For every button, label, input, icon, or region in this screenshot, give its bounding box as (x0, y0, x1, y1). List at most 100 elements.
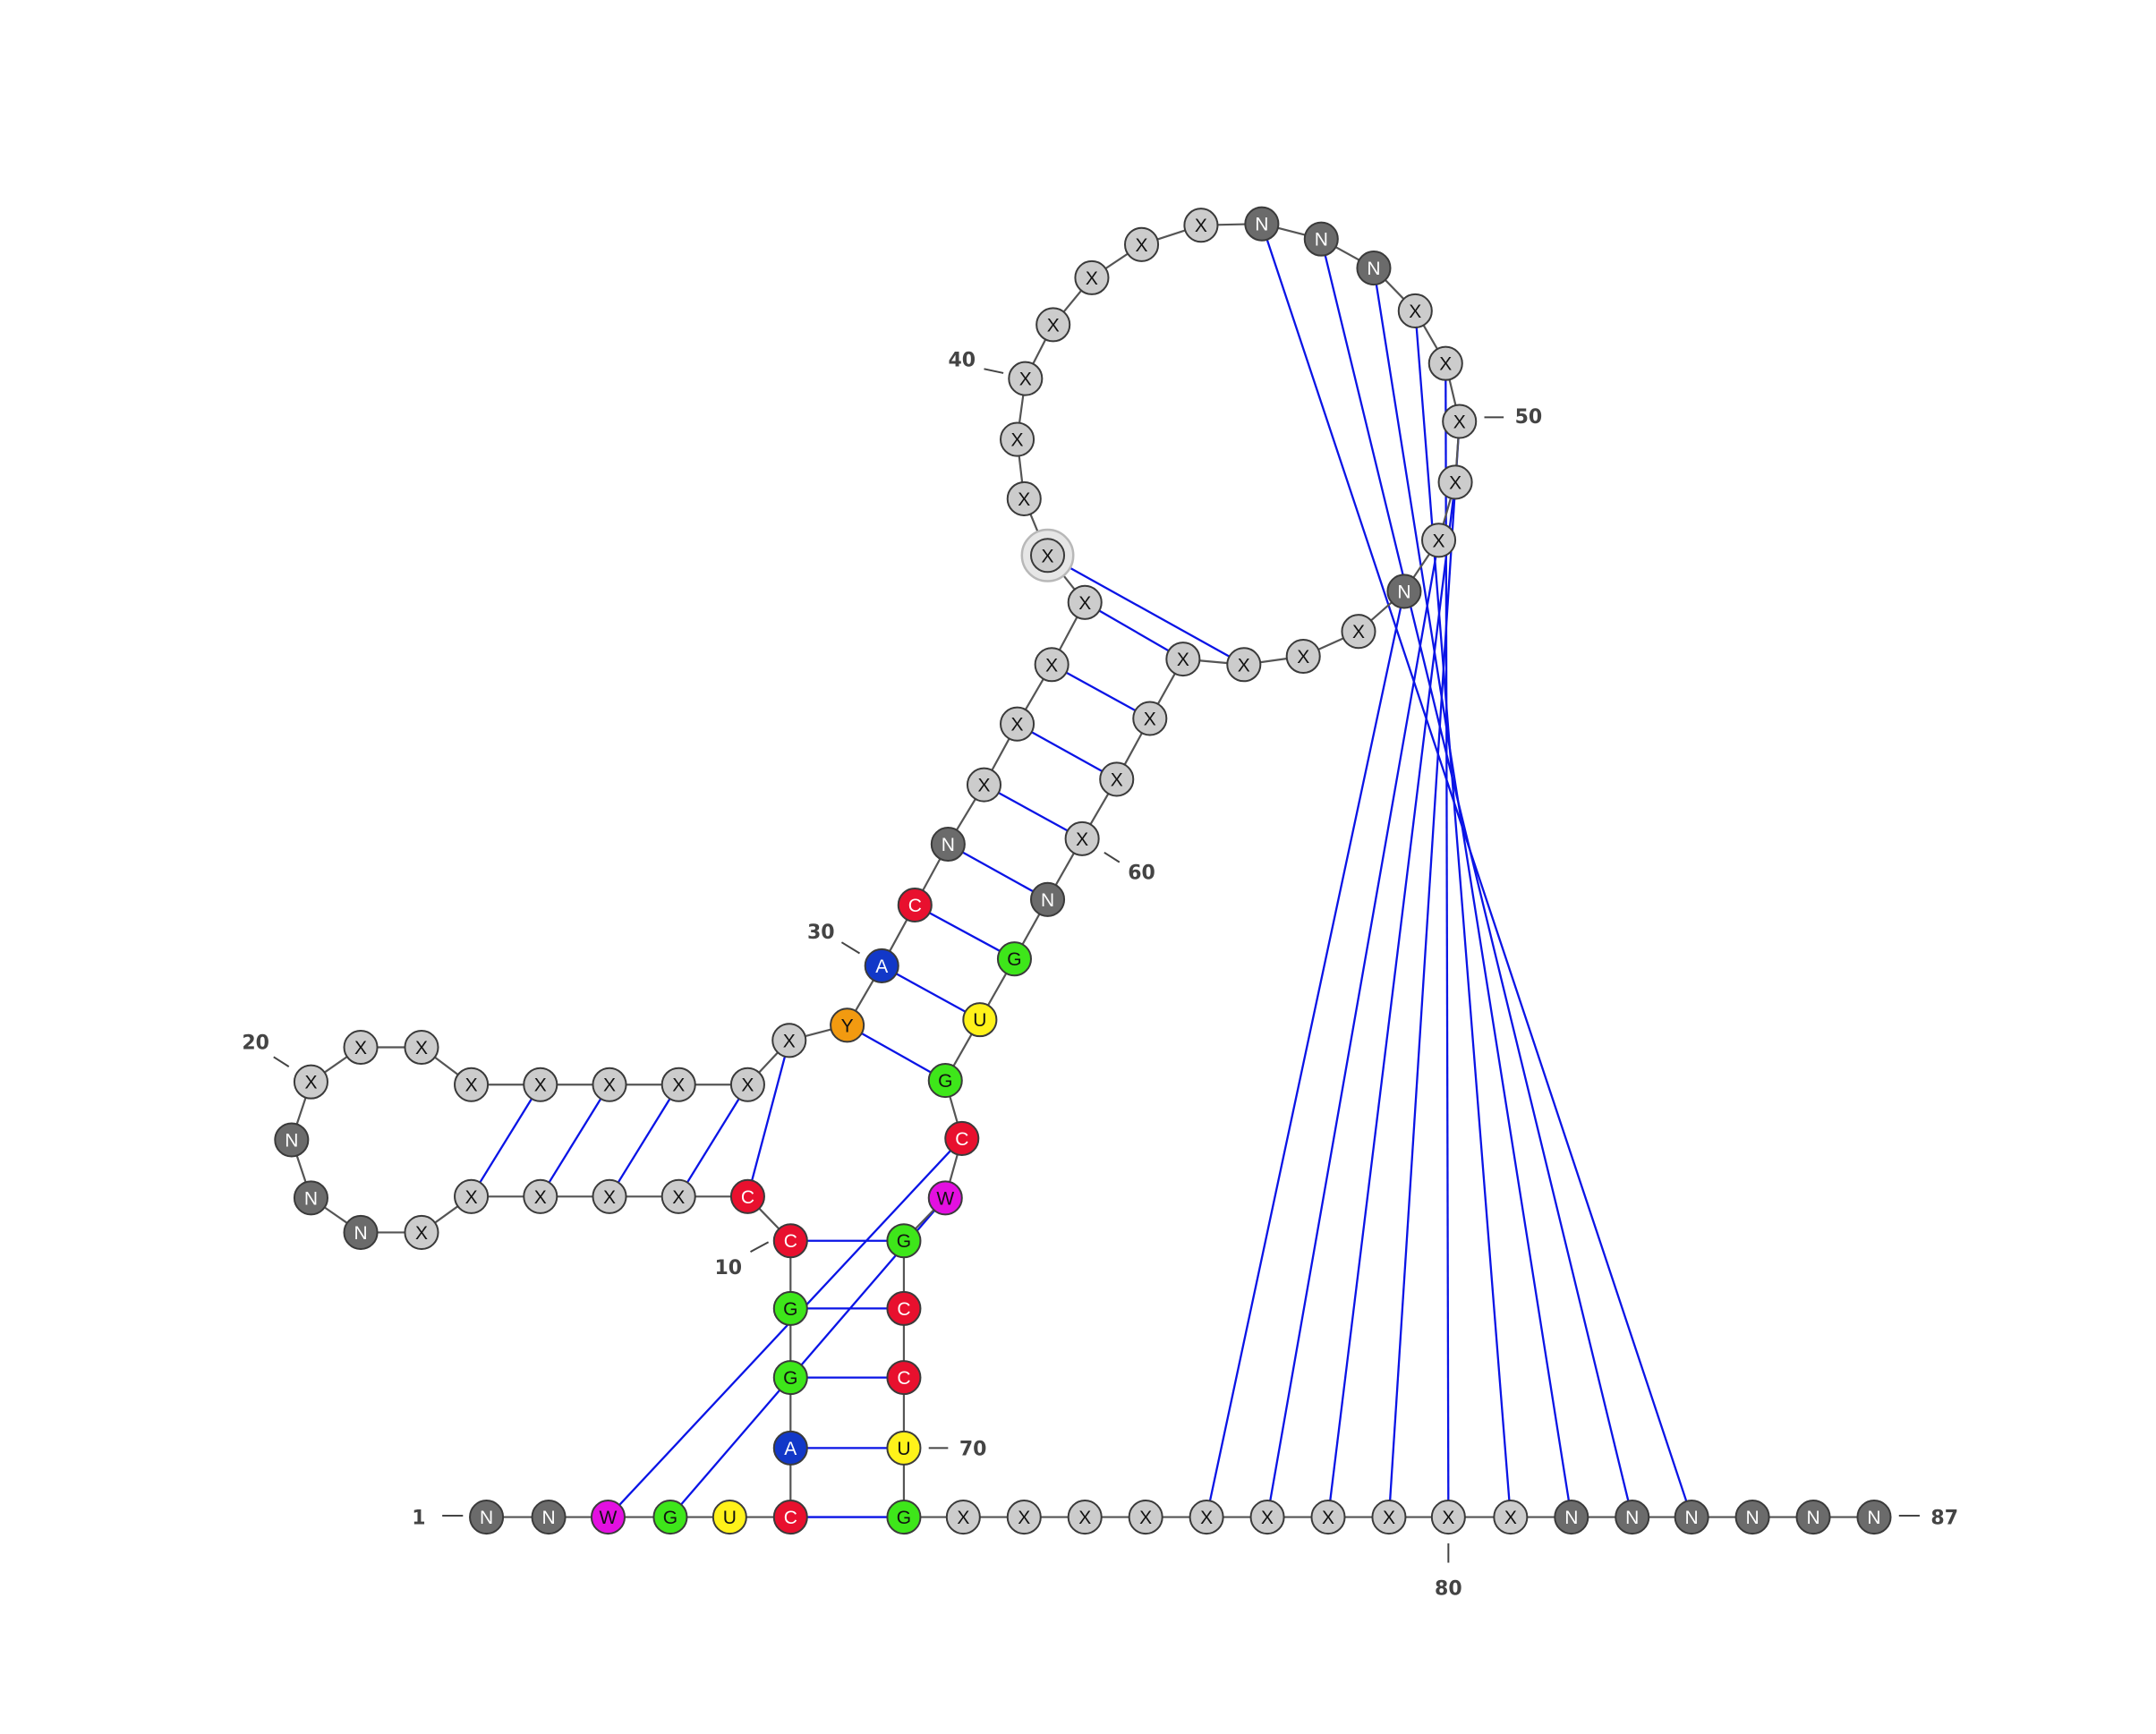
nucleotide-letter: X (1504, 1508, 1517, 1528)
nucleotide-38: X (1006, 480, 1042, 516)
nucleotide-circle (404, 1214, 439, 1250)
position-label-70: 70 (959, 1438, 987, 1460)
position-label-1: 1 (412, 1508, 425, 1530)
nucleotide-57: X (1165, 642, 1201, 677)
nucleotide-circle (1371, 1500, 1407, 1535)
nucleotide-circle (1856, 1500, 1892, 1535)
nucleotide-circle (1132, 701, 1168, 736)
nucleotide-circle (1067, 584, 1103, 620)
nucleotide-circle (1035, 307, 1071, 343)
nucleotide-23: X (454, 1067, 490, 1102)
nucleotide-letter: X (1433, 531, 1445, 551)
nucleotide-circle (772, 1430, 808, 1466)
nucleotide-17: N (343, 1214, 379, 1250)
position-label-87: 87 (1930, 1508, 1958, 1530)
nucleotide-78: X (1310, 1500, 1346, 1535)
nucleotide-letter: X (1195, 216, 1207, 236)
nucleotide-letter: W (936, 1188, 954, 1209)
nucleotide-circle (966, 767, 1002, 803)
nucleotide-61: N (1029, 881, 1066, 917)
nucleotide-83: N (1615, 1500, 1650, 1535)
nucleotide-letter: C (897, 1299, 910, 1320)
nucleotide-56: X (1226, 647, 1262, 683)
nucleotide-59: X (1099, 761, 1135, 797)
nucleotide-42: X (1074, 259, 1110, 295)
nucleotide-circle (944, 1120, 980, 1156)
nucleotide-circle (962, 1002, 998, 1038)
nucleotide-44: X (1183, 208, 1219, 243)
nucleotide-9: G (772, 1290, 808, 1326)
nucleotide-circle (1615, 1500, 1650, 1535)
nucleotide-letter: N (1315, 230, 1328, 251)
nucleotide-letter: X (977, 776, 990, 796)
nucleotide-circle (830, 1007, 865, 1043)
nucleotide-letter: X (1144, 710, 1156, 730)
nucleotide-letter: X (1111, 769, 1123, 790)
nucleotide-circle (930, 826, 966, 863)
nucleotide-81: X (1493, 1500, 1529, 1535)
nucleotide-letter: C (908, 896, 922, 916)
nucleotide-62: G (996, 941, 1032, 977)
base-pair-line-37-56 (1046, 554, 1245, 666)
nucleotide-circle (1427, 345, 1463, 381)
nucleotide-circle (1430, 1500, 1466, 1535)
nucleotide-10: C (772, 1223, 808, 1259)
nucleotide-circle (996, 941, 1032, 977)
nucleotide-letter: N (541, 1508, 555, 1528)
nucleotide-16: X (404, 1214, 439, 1250)
nucleotide-letter: X (1011, 430, 1024, 451)
position-label-80: 80 (1435, 1577, 1462, 1600)
nucleotide-circle (343, 1214, 379, 1250)
nucleotide-1: N (469, 1500, 505, 1535)
nucleotide-circle (945, 1500, 981, 1535)
nucleotide-21: X (343, 1029, 379, 1066)
nucleotide-87: N (1856, 1500, 1892, 1535)
nucleotide-letter: C (741, 1187, 754, 1208)
nucleotide-54: X (1341, 614, 1376, 650)
nucleotide-30: A (864, 948, 899, 983)
nucleotide-49: X (1427, 345, 1463, 381)
nucleotide-letter: X (1018, 1508, 1030, 1528)
nucleotide-letter: X (1449, 472, 1461, 493)
nucleotide-70: U (886, 1430, 922, 1466)
nucleotide-circle (404, 1029, 439, 1066)
nucleotide-letter: X (304, 1073, 317, 1093)
nucleotide-letter: N (1255, 215, 1268, 235)
nucleotide-letter: X (534, 1187, 547, 1208)
base-pair-line-53-76 (1205, 591, 1406, 1517)
nucleotide-circle (1189, 1500, 1224, 1535)
nucleotide-41: X (1035, 307, 1071, 343)
nucleotide-68: C (886, 1290, 922, 1326)
nucleotide-circle (886, 1223, 922, 1259)
nucleotide-letter: X (1442, 1508, 1454, 1528)
nucleotide-4: G (652, 1500, 688, 1535)
nucleotide-circle (1183, 208, 1219, 243)
position-label-20: 20 (242, 1032, 269, 1054)
nucleotide-31: C (897, 887, 933, 923)
nucleotide-letter: N (1041, 890, 1054, 911)
nucleotide-2: N (531, 1500, 567, 1535)
nucleotide-circle (927, 1063, 963, 1099)
nucleotide-35: X (1034, 647, 1069, 683)
nucleotide-letter: G (663, 1508, 677, 1528)
nucleotide-circle (1397, 293, 1433, 328)
nucleotide-28: X (771, 1023, 807, 1058)
nucleotide-circle (886, 1430, 922, 1466)
nucleotide-50: X (1442, 404, 1478, 439)
nucleotide-letter: N (1685, 1508, 1699, 1528)
nucleotide-letter: N (285, 1130, 298, 1151)
nucleotide-circle (729, 1178, 765, 1214)
nucleotide-39: X (1000, 421, 1035, 457)
nucleotide-73: X (1006, 1500, 1042, 1535)
nucleotide-circle (1000, 706, 1035, 742)
nucleotide-letter: U (723, 1508, 737, 1528)
nucleotide-letter: G (783, 1368, 797, 1389)
nucleotide-72: X (945, 1500, 981, 1535)
nucleotide-circle (592, 1178, 627, 1214)
nucleotide-letter: X (1136, 235, 1148, 256)
position-label-40: 40 (948, 350, 976, 372)
nucleotide-letter: X (1019, 370, 1032, 390)
nucleotide-29: Y (830, 1007, 865, 1043)
nucleotide-circle (1124, 226, 1160, 262)
